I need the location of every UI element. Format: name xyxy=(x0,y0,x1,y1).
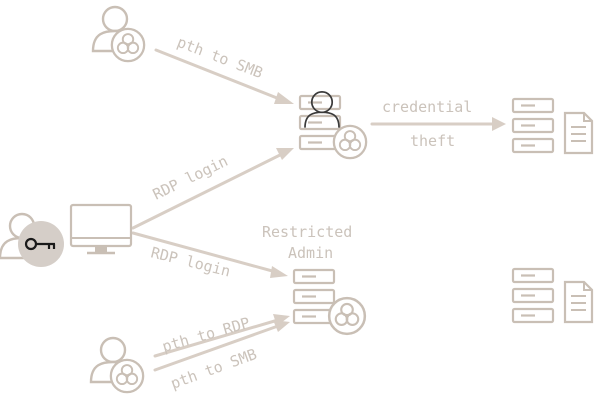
server-document-icon xyxy=(511,267,594,324)
server-document-icon xyxy=(511,97,594,155)
label-theft: theft xyxy=(410,132,455,150)
arrow-rdp-login-bottom xyxy=(131,231,288,278)
label-rdp-login-top: RDP login xyxy=(150,152,231,204)
arrow-pth-smb-bottom xyxy=(153,320,290,372)
label-pth-smb-bottom: pth to SMB xyxy=(168,345,259,393)
biohazard-user-icon xyxy=(89,336,145,394)
label-restricted: Restricted xyxy=(262,223,352,241)
label-credential: credential xyxy=(382,98,472,116)
arrow-pth-smb-top xyxy=(154,48,294,104)
compromised-server-icon xyxy=(298,91,368,160)
biohazard-server-icon xyxy=(292,268,367,336)
key-user-icon xyxy=(0,212,64,267)
biohazard-user-icon xyxy=(91,5,146,63)
label-admin: Admin xyxy=(288,244,333,262)
arrow-rdp-login-top xyxy=(131,148,294,230)
monitor-icon xyxy=(69,203,133,255)
arrow-credential-theft xyxy=(370,117,506,131)
